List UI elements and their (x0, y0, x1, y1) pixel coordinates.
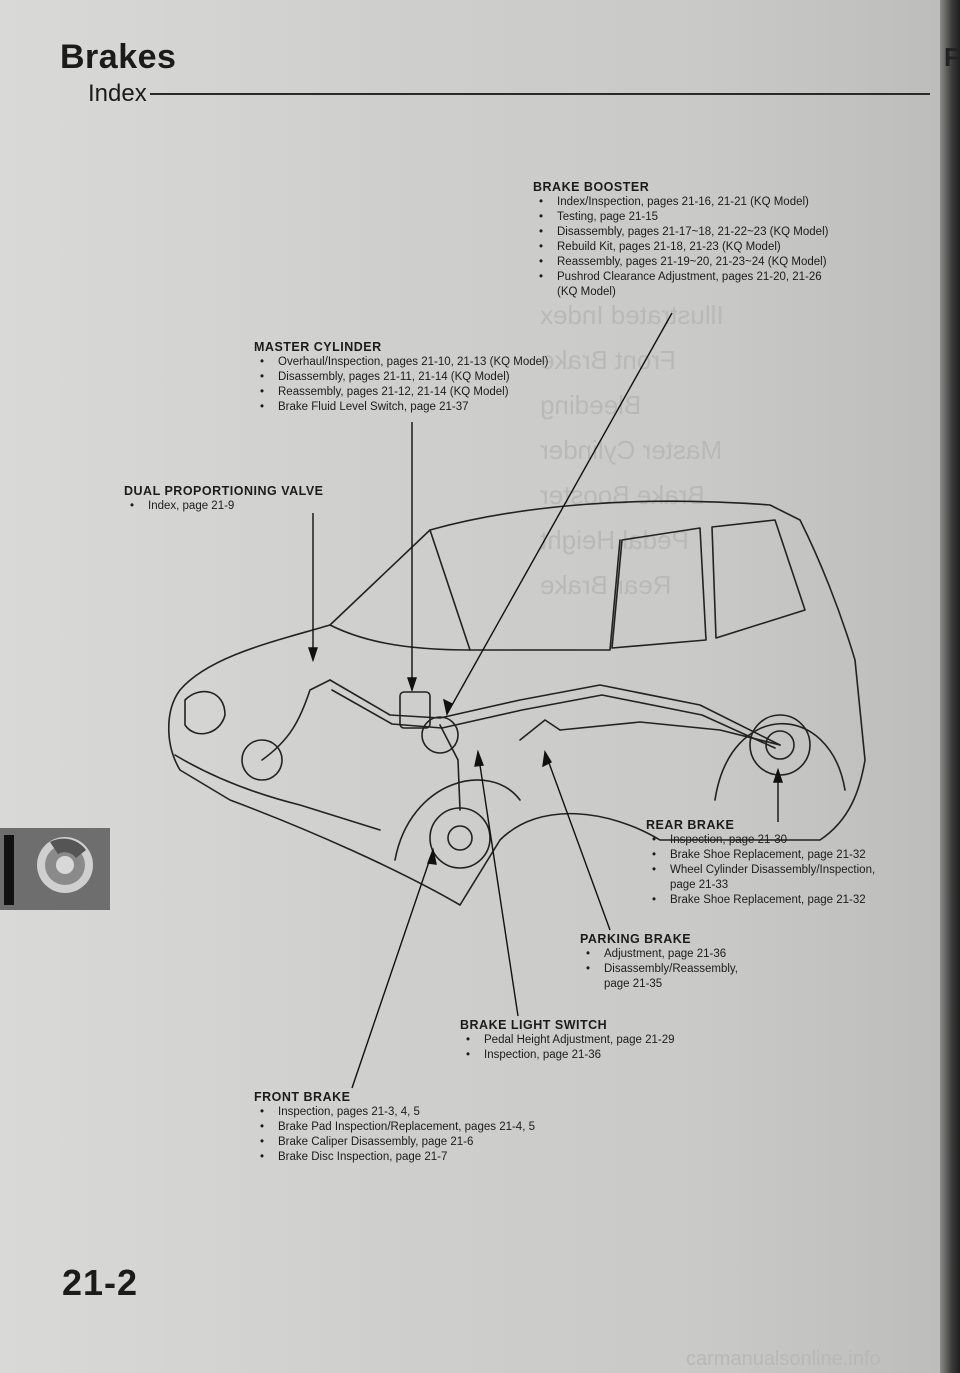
page-subtitle: Index (88, 80, 147, 107)
reference-item: Reassembly, pages 21-12, 21-14 (KQ Model… (254, 385, 548, 400)
section-heading: FRONT BRAKE (254, 1090, 351, 1104)
reference-continuation: (KQ Model) (557, 286, 616, 298)
arrowhead (542, 749, 552, 768)
front-brake-callout: FRONT BRAKE Inspection, pages 21-3, 4, 5… (254, 1090, 535, 1165)
reference-item: Brake Shoe Replacement, page 21-32 (646, 893, 875, 908)
arrowhead (443, 698, 453, 717)
reference-continuation: page 21-35 (604, 978, 663, 990)
brake-line-front-left (261, 679, 331, 761)
reference-item: Brake Disc Inspection, page 21-7 (254, 1150, 535, 1165)
left-front-brake-disc (241, 739, 283, 781)
brake-line-front-right (439, 724, 461, 811)
dual-proportioning-valve-callout: DUAL PROPORTIONING VALVE Index, page 21-… (124, 484, 324, 514)
reference-item: Disassembly, pages 21-17~18, 21-22~23 (K… (533, 225, 828, 240)
brake-light-switch-callout: BRAKE LIGHT SWITCH Pedal Height Adjustme… (460, 1018, 675, 1063)
reference-item: Disassembly, pages 21-11, 21-14 (KQ Mode… (254, 370, 548, 385)
side-window-front (611, 527, 707, 649)
reference-item: Brake Shoe Replacement, page 21-32 (646, 848, 875, 863)
master-cylinder-reservoir (399, 691, 431, 729)
brake-line-main-2 (331, 689, 776, 749)
front-brake-hub (447, 825, 473, 851)
reference-item: Wheel Cylinder Disassembly/Inspection, (646, 863, 875, 878)
arrowhead (427, 847, 437, 865)
reference-item: Reassembly, pages 21-19~20, 21-23~24 (KQ… (533, 255, 828, 270)
brake-line-main (329, 679, 781, 746)
bumper-line (174, 754, 381, 831)
reference-item: Brake Fluid Level Switch, page 21-37 (254, 400, 548, 415)
rear-wheel-arch (714, 722, 846, 801)
arrowhead (773, 767, 783, 783)
arrowhead (474, 749, 484, 767)
reference-item: Overhaul/Inspection, pages 21-10, 21-13 … (254, 355, 548, 370)
reference-item: Index, page 21-9 (124, 499, 324, 514)
next-page-edge (940, 0, 960, 1373)
reference-item: Rebuild Kit, pages 21-18, 21-23 (KQ Mode… (533, 240, 828, 255)
parking-brake-callout: PARKING BRAKE Adjustment, page 21-36 Dis… (580, 932, 738, 992)
watermark: carmanualsonline.info (686, 1348, 881, 1370)
reference-item: Pedal Height Adjustment, page 21-29 (460, 1033, 675, 1048)
section-heading: MASTER CYLINDER (254, 340, 382, 354)
windshield-outline (429, 529, 621, 651)
reference-item: Index/Inspection, pages 21-16, 21-21 (KQ… (533, 195, 828, 210)
master-cylinder-callout: MASTER CYLINDER Overhaul/Inspection, pag… (254, 340, 548, 415)
reference-item: Disassembly/Reassembly, (580, 962, 738, 977)
callout-brake-booster (446, 312, 673, 715)
brake-booster-callout: BRAKE BOOSTER Index/Inspection, pages 21… (533, 180, 828, 300)
hood-line (329, 624, 471, 651)
brake-disc-icon (37, 837, 93, 893)
title-rule (150, 93, 930, 95)
page-number: 21-2 (62, 1262, 139, 1303)
rear-brake-hub (765, 730, 795, 760)
rear-brake-callout: REAR BRAKE Inspection, page 21-30 Brake … (646, 818, 875, 908)
section-heading: DUAL PROPORTIONING VALVE (124, 484, 324, 498)
section-heading: BRAKE BOOSTER (533, 180, 650, 194)
reference-item: Testing, page 21-15 (533, 210, 828, 225)
reference-item: Inspection, page 21-36 (460, 1048, 675, 1063)
reference-item: Brake Caliper Disassembly, page 21-6 (254, 1135, 535, 1150)
next-page-edge-letter: F (944, 42, 960, 72)
reference-item: Brake Pad Inspection/Replacement, pages … (254, 1120, 535, 1135)
side-window-rear (711, 519, 806, 639)
section-heading: BRAKE LIGHT SWITCH (460, 1018, 608, 1032)
brake-booster-body (421, 716, 459, 754)
reference-item: Adjustment, page 21-36 (580, 947, 738, 962)
front-wheel-arch (394, 779, 521, 861)
section-heading: REAR BRAKE (646, 818, 735, 832)
reference-item: Inspection, page 21-30 (646, 833, 875, 848)
section-tab-bar (4, 835, 14, 905)
page-title: Brakes (60, 38, 177, 76)
callout-parking-brake (544, 751, 611, 931)
front-brake-disc (429, 807, 491, 869)
arrowhead (407, 677, 417, 693)
callout-brake-light-switch (477, 751, 519, 1017)
reference-continuation: page 21-33 (670, 879, 729, 891)
parking-brake-lever (519, 719, 561, 741)
reference-item: Pushrod Clearance Adjustment, pages 21-2… (533, 270, 828, 285)
callout-front-brake (351, 849, 434, 1089)
section-heading: PARKING BRAKE (580, 932, 692, 946)
car-body-outline (167, 500, 866, 906)
reference-item: Inspection, pages 21-3, 4, 5 (254, 1105, 535, 1120)
headlight (184, 690, 226, 735)
arrowhead (308, 647, 318, 663)
parking-brake-cable (559, 721, 781, 746)
